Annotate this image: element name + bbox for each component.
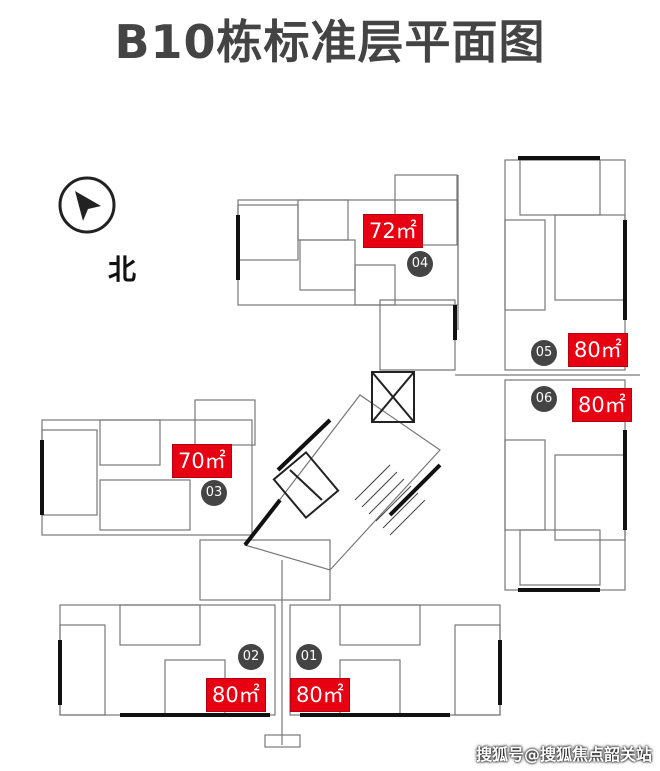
unit-02-number: 02: [238, 644, 264, 670]
unit-03-number: 03: [201, 480, 227, 506]
unit-06-area: 80㎡: [572, 388, 632, 422]
unit-04-area: 72㎡: [363, 214, 423, 248]
unit-05-number: 05: [531, 340, 557, 366]
page-title: B10栋标准层平面图: [114, 15, 546, 69]
unit-04-number: 04: [407, 251, 433, 277]
watermark: 搜狐号@搜狐焦点韶关站: [475, 745, 652, 764]
unit-01-area: 80㎡: [290, 678, 350, 712]
north-arrow-icon: [58, 176, 116, 234]
unit-02-area: 80㎡: [206, 678, 266, 712]
unit-01-number: 01: [296, 644, 322, 670]
unit-05-area: 80㎡: [568, 333, 628, 367]
unit-06-number: 06: [531, 386, 557, 412]
unit-03-area: 70㎡: [172, 444, 232, 478]
north-label: 北: [108, 253, 137, 286]
